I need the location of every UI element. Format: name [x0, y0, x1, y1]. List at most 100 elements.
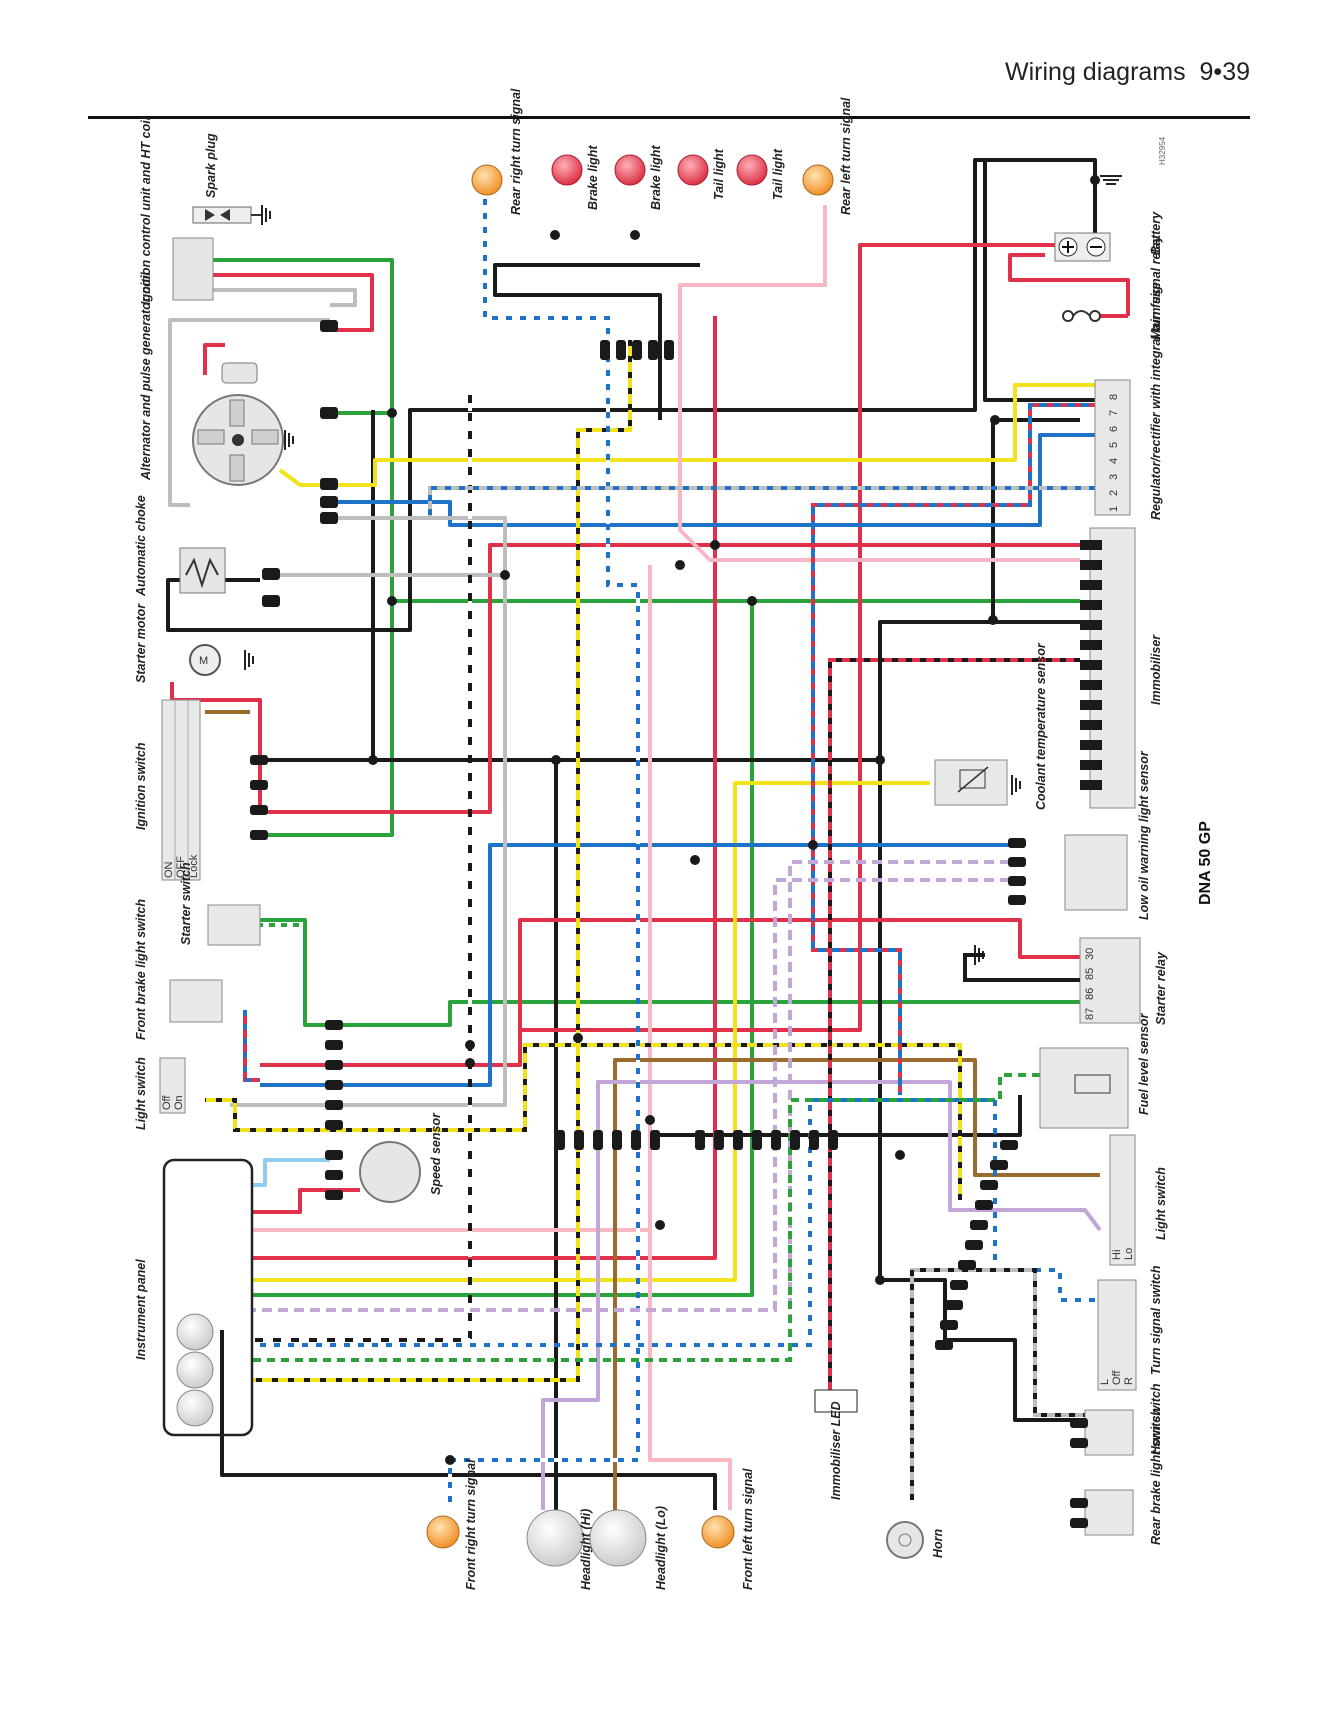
instrument-panel-label: Instrument panel	[134, 1259, 148, 1360]
ground-icon	[1011, 775, 1021, 795]
wire-pink-rearleft	[678, 205, 1080, 562]
page-title: Wiring diagrams 9•39	[1005, 58, 1250, 86]
brake-light-left: Brake light	[551, 145, 600, 210]
fuel-level-label: Fuel level sensor	[1137, 1012, 1151, 1115]
alternator-label: Alternator and pulse generator coil	[139, 272, 153, 481]
wire-red-battery	[1008, 253, 1130, 316]
rear-brake-switch: Rear brake light switch	[1084, 1408, 1163, 1545]
svg-text:R: R	[1123, 1377, 1135, 1385]
junctions	[368, 175, 1100, 1465]
ground-icon	[261, 205, 271, 225]
starter-relay-label: Starter relay	[1154, 951, 1168, 1025]
wires-striped	[205, 185, 1095, 1510]
coolant-sensor-label: Coolant temperature sensor	[1034, 642, 1048, 810]
rear-brake-label: Rear brake light switch	[1149, 1408, 1163, 1545]
spark-plug: Spark plug	[192, 133, 271, 225]
wire-blue-white-turn-d	[448, 185, 640, 1510]
wire-grey-black-horn-d	[910, 1268, 1085, 1500]
main-fuse-label: Main fuse	[1149, 282, 1163, 340]
wire-grey-ign	[210, 288, 357, 307]
front-right-turn-label: Front right turn signal	[464, 1459, 478, 1590]
svg-text:Horn switch: Horn switch	[1149, 1383, 1163, 1455]
svg-text:H32954: H32954	[1158, 136, 1167, 165]
wire-red-ignition	[210, 273, 374, 332]
svg-text:Low oil warning light sensor: Low oil warning light sensor	[1137, 750, 1151, 920]
svg-text:6: 6	[1108, 426, 1120, 432]
low-oil-label: Low oil warning light sensor	[1137, 750, 1151, 920]
svg-text:Starter motor: Starter motor	[134, 603, 148, 683]
svg-text:Light switch: Light switch	[134, 1057, 148, 1130]
motor-symbol: M	[199, 655, 208, 667]
tail-light-left: Tail light	[677, 148, 726, 200]
svg-text:Lo: Lo	[1123, 1248, 1135, 1260]
immobiliser-led-label: Immobiliser LED	[829, 1401, 843, 1500]
svg-text:Off: Off	[1111, 1370, 1123, 1385]
front-brake-switch: Front brake light switch	[134, 899, 223, 1040]
wire-grey-black-horn	[910, 1268, 1085, 1500]
wire-blue-red-reg	[811, 403, 1095, 1095]
svg-text:OFF: OFF	[175, 856, 187, 878]
svg-text:5: 5	[1108, 442, 1120, 448]
wire-black-rear	[493, 263, 700, 420]
speed-sensor-label: Speed sensor	[429, 1112, 443, 1195]
svg-text:Brake light: Brake light	[649, 145, 663, 210]
spark-plug-label: Spark plug	[204, 133, 218, 198]
wire-black-frontleft	[220, 1330, 717, 1510]
svg-text:2: 2	[1108, 490, 1120, 496]
svg-text:Tail light: Tail light	[771, 148, 785, 200]
tail-light-1-label: Tail light	[712, 148, 726, 200]
svg-text:86: 86	[1084, 988, 1096, 1000]
svg-text:Light switch: Light switch	[1154, 1167, 1168, 1240]
svg-text:7: 7	[1108, 410, 1120, 416]
wire-green-dash	[252, 601, 754, 1297]
svg-text:Front left turn signal: Front left turn signal	[741, 1468, 755, 1590]
svg-text:Brake light: Brake light	[586, 145, 600, 210]
wire-grey-ign2	[168, 318, 330, 507]
wire-black-white-rear-w	[252, 395, 472, 1342]
wires	[166, 158, 1130, 1510]
svg-text:Front brake light switch: Front brake light switch	[134, 899, 148, 1040]
svg-text:Off: Off	[161, 1095, 173, 1110]
svg-text:Lock: Lock	[188, 854, 200, 878]
ground-icon	[284, 430, 294, 450]
headlight-lo-label: Headlight (Lo)	[654, 1506, 668, 1590]
svg-text:Rear right turn signal: Rear right turn signal	[509, 88, 523, 215]
wire-yellow-coolant	[252, 781, 930, 1282]
ground-icon	[1100, 175, 1122, 185]
wire-green-ignition	[210, 258, 394, 837]
ignition-switch-label: Ignition switch	[134, 742, 148, 830]
wire-blue-alt	[320, 433, 1095, 527]
wire-grey-blue-reg-d	[428, 486, 1095, 520]
choke-label: Automatic choke	[134, 495, 148, 597]
ignition-unit-label: Ignition control unit and HT coil	[139, 116, 153, 305]
horn: Horn	[886, 1521, 945, 1559]
svg-text:Horn: Horn	[931, 1528, 945, 1558]
svg-text:Automatic choke: Automatic choke	[134, 495, 148, 597]
immobiliser: Immobiliser	[1080, 527, 1163, 809]
svg-text:Ignition control unit and HT c: Ignition control unit and HT coil	[139, 116, 153, 305]
starter-switch-label: Starter switch	[179, 862, 193, 945]
brake-light-1-label: Brake light	[586, 145, 600, 210]
ignition-switch: ON OFF Lock Ignition switch	[134, 699, 201, 881]
svg-text:Instrument panel: Instrument panel	[134, 1259, 148, 1360]
svg-text:30: 30	[1084, 948, 1096, 960]
svg-text:Speed sensor: Speed sensor	[429, 1112, 443, 1195]
wire-green-white-fuel	[252, 1073, 1040, 1362]
rear-right-turn-label: Rear right turn signal	[509, 88, 523, 215]
svg-text:3: 3	[1108, 474, 1120, 480]
svg-text:Spark plug: Spark plug	[204, 133, 218, 198]
immobiliser-led: Immobiliser LED	[814, 1389, 858, 1500]
svg-text:Alternator and pulse generator: Alternator and pulse generator coil	[139, 272, 153, 481]
turn-signal-switch: L Off R Turn signal switch	[1097, 1265, 1163, 1391]
wire-yellow-black-brake	[252, 340, 632, 1382]
brake-light-right: Brake light	[614, 145, 663, 210]
wire-yellow-black-light	[205, 1043, 962, 1200]
wire-black-immob	[991, 418, 1080, 620]
svg-text:Ignition switch: Ignition switch	[134, 742, 148, 830]
light-switch-left: Off On Light switch	[134, 1057, 186, 1130]
coolant-temperature-sensor: Coolant temperature sensor	[934, 642, 1048, 810]
wire-red-blue-front	[243, 1010, 260, 1082]
main-fuse: Main fuse	[1062, 282, 1163, 340]
wire-black-battery	[166, 158, 1097, 632]
